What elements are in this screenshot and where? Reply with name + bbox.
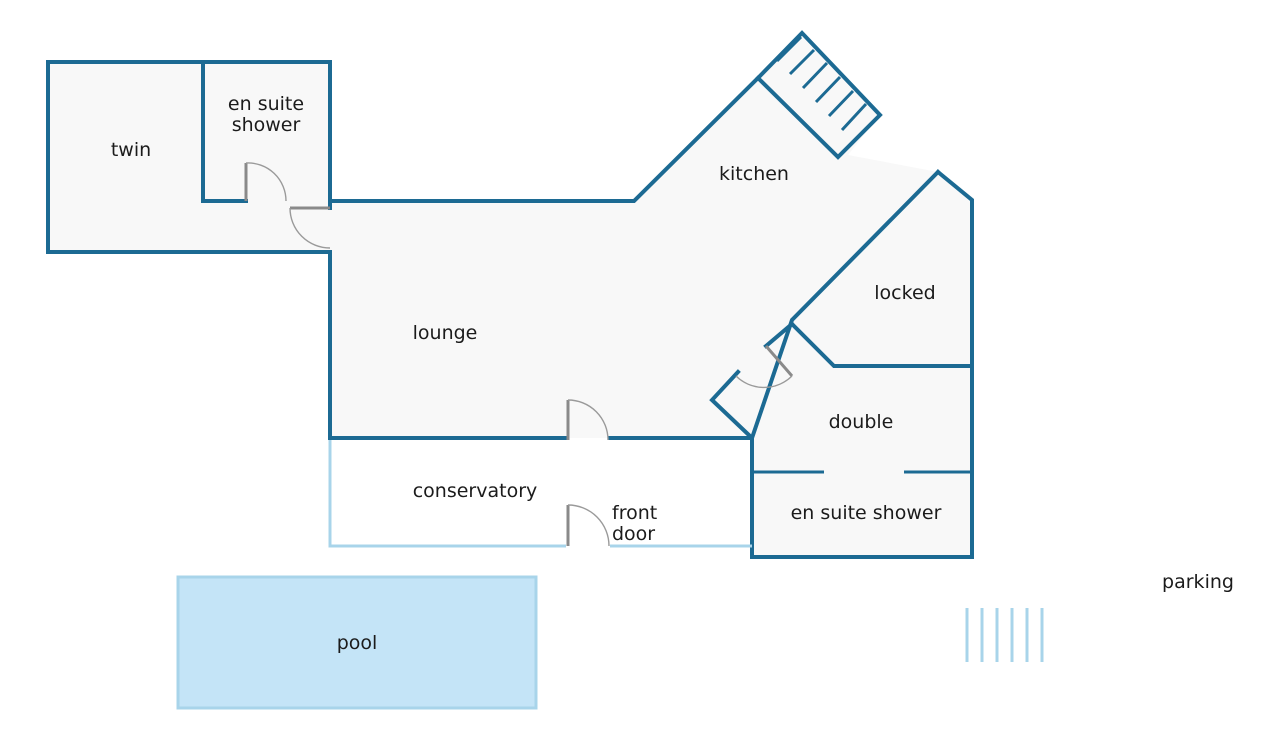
conservatory-walls: [328, 440, 752, 548]
lounge-west-wall: [328, 250, 568, 440]
lounge-door-arc: [567, 399, 609, 441]
stairs-box: [755, 30, 883, 160]
label-front-door-line2: door: [612, 523, 655, 545]
stair-step-4: [814, 75, 842, 104]
label-en-suite-shower-bottom: en suite shower: [791, 502, 942, 524]
internal-diagonal-wall: [709, 169, 941, 442]
label-conservatory: conservatory: [413, 480, 538, 502]
stair-step-2: [788, 48, 816, 76]
room-labels: twin en suite shower kitchen lounge lock…: [111, 93, 1234, 654]
conservatory-west-south-wall: [328, 440, 566, 548]
twin-outer-wall: [46, 60, 332, 254]
front-door-arc: [567, 504, 610, 547]
en-suite-door-arc: [245, 162, 287, 202]
lounge-north-wall: [328, 75, 761, 203]
label-front-door-line1: front: [612, 502, 657, 524]
label-twin: twin: [111, 139, 151, 161]
stair-step-3: [801, 61, 829, 90]
label-double: double: [829, 411, 894, 433]
stairs: [755, 30, 883, 160]
twin-walls: [46, 60, 332, 254]
main-floor-fill: [330, 33, 972, 557]
label-parking: parking: [1162, 571, 1234, 593]
stair-step-5: [827, 89, 855, 118]
label-en-suite-shower-line1: en suite: [228, 93, 304, 115]
en-suite-top-wall: [201, 60, 332, 210]
kitchen-east-wall: [750, 169, 974, 559]
locked-room-wall: [789, 321, 974, 368]
label-pool: pool: [337, 632, 378, 654]
main-walls: [328, 75, 974, 559]
pool: [176, 575, 538, 710]
parking-bays: [965, 608, 1044, 662]
twin-room-fill: [48, 62, 330, 252]
double-door-frame: [763, 321, 795, 349]
label-en-suite-shower-line2: shower: [232, 114, 301, 136]
label-kitchen: kitchen: [719, 163, 789, 185]
stair-step-1: [775, 35, 803, 63]
room-fills: [48, 33, 972, 557]
label-lounge: lounge: [413, 322, 478, 344]
label-locked: locked: [874, 282, 935, 304]
double-door-arc: [735, 375, 793, 389]
twin-door-arc: [289, 207, 331, 249]
double-door-leaf: [764, 345, 794, 377]
stair-step-6: [840, 102, 868, 132]
doors: [244, 162, 794, 547]
